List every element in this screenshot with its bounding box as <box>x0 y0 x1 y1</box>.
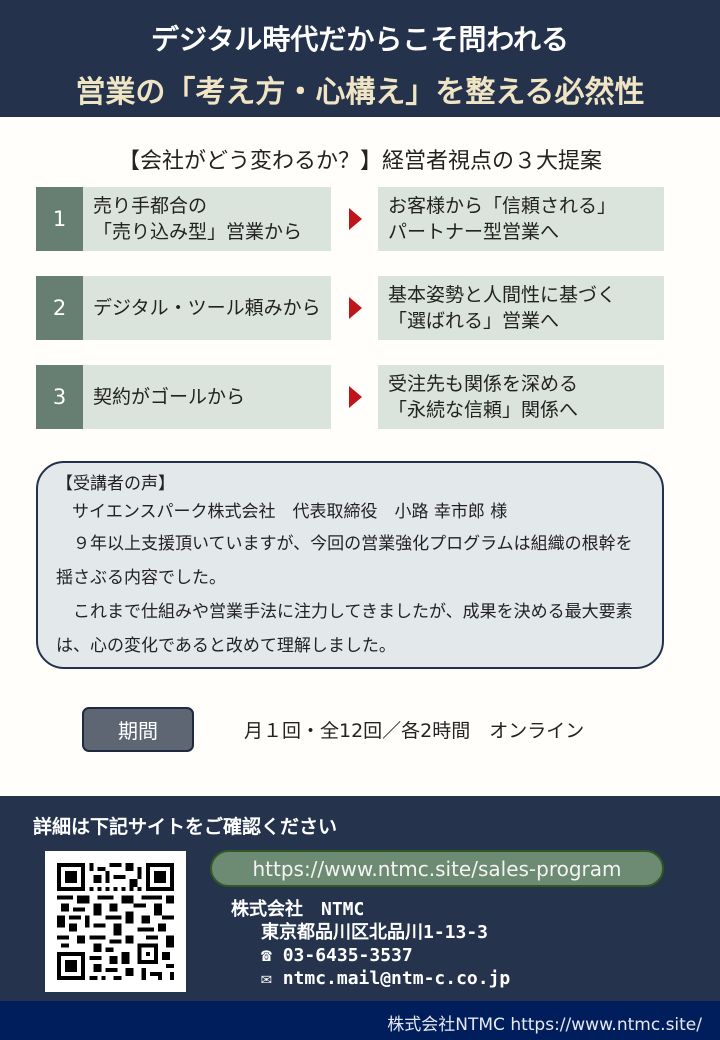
headline-line2: 営業の「考え方・心構え」を整える必然性 <box>75 75 645 110</box>
to-line2: 「永続な信頼」関係へ <box>388 399 579 421</box>
testimonial-speaker: サイエンスパーク株式会社 代表取締役 小路 幸市郎 様 <box>72 502 508 522</box>
proposal-number: 2 <box>36 276 83 340</box>
period-value: 月１回・全12回／各2時間 オンライン <box>244 720 585 742</box>
qr-code-icon[interactable] <box>45 851 186 992</box>
from-line2: 「売り込み型」営業から <box>93 221 303 243</box>
header-banner: デジタル時代だからこそ問われる 営業の「考え方・心構え」を整える必然性 <box>0 0 720 117</box>
testimonial-heading: 【受講者の声】 <box>56 474 175 494</box>
company-name: 株式会社 NTMC <box>231 899 365 920</box>
triangle-right-icon <box>349 208 362 230</box>
triangle-right-icon <box>349 297 362 319</box>
email-address[interactable]: ntmc.mail@ntm-c.co.jp <box>282 968 511 989</box>
bottom-bar-text: 株式会社NTMC https://www.ntmc.site/ <box>387 1015 702 1035</box>
mail-icon: ✉ <box>261 968 272 989</box>
to-line1: お客様から「信頼される」 <box>388 195 617 217</box>
footer-heading: 詳細は下記サイトをご確認ください <box>33 816 338 838</box>
proposal-to: 受注先も関係を深める「永続な信頼」関係へ <box>378 365 664 429</box>
proposal-from: 売り手都合の「売り込み型」営業から <box>83 187 331 251</box>
proposal-row-3: 3 契約がゴールから 受注先も関係を深める「永続な信頼」関係へ <box>36 365 664 429</box>
from-line1: 売り手都合の <box>93 195 208 217</box>
phone-line: ☎ 03-6435-3537 <box>231 944 510 967</box>
testimonial-box: 【受講者の声】 サイエンスパーク株式会社 代表取締役 小路 幸市郎 様 ９年以上… <box>36 461 664 669</box>
to-line1: 基本姿勢と人間性に基づく <box>388 284 617 306</box>
headline-line1: デジタル時代だからこそ問われる <box>150 23 570 56</box>
proposal-number: 1 <box>36 187 83 251</box>
program-url-link[interactable]: https://www.ntmc.site/sales-program <box>210 850 664 887</box>
company-contact-block: 株式会社 NTMC 東京都品川区北品川1-13-3 ☎ 03-6435-3537… <box>231 898 510 990</box>
proposal-row-1: 1 売り手都合の「売り込み型」営業から お客様から「信頼される」パートナー型営業… <box>36 187 664 251</box>
email-line: ✉ ntmc.mail@ntm-c.co.jp <box>231 967 510 990</box>
proposal-from: 契約がゴールから <box>83 365 331 429</box>
testimonial-paragraph-1: ９年以上支援頂いていますが、今回の営業強化プログラムは組織の根幹を揺さぶる内容で… <box>56 534 633 588</box>
to-line2: 「選ばれる」営業へ <box>388 310 560 332</box>
proposals-heading: 【会社がどう変わるか？】経営者視点の３大提案 <box>117 149 602 174</box>
phone-icon: ☎ <box>261 945 272 966</box>
proposal-row-2: 2 デジタル・ツール頼みから 基本姿勢と人間性に基づく「選ばれる」営業へ <box>36 276 664 340</box>
triangle-right-icon <box>349 386 362 408</box>
proposal-to: 基本姿勢と人間性に基づく「選ばれる」営業へ <box>378 276 664 340</box>
from-line1: デジタル・ツール頼みから <box>93 297 321 319</box>
phone-number[interactable]: 03-6435-3537 <box>282 945 413 966</box>
bottom-bar <box>0 1001 720 1040</box>
proposal-number: 3 <box>36 365 83 429</box>
to-line1: 受注先も関係を深める <box>388 373 579 395</box>
to-line2: パートナー型営業へ <box>388 221 560 243</box>
proposal-to: お客様から「信頼される」パートナー型営業へ <box>378 187 664 251</box>
period-label: 期間 <box>82 707 194 752</box>
testimonial-paragraph-2: これまで仕組みや営業手法に注力してきましたが、成果を決める最大要素は、心の変化で… <box>56 602 633 656</box>
from-line1: 契約がゴールから <box>93 386 246 408</box>
proposal-from: デジタル・ツール頼みから <box>83 276 331 340</box>
company-address: 東京都品川区北品川1-13-3 <box>261 922 489 943</box>
